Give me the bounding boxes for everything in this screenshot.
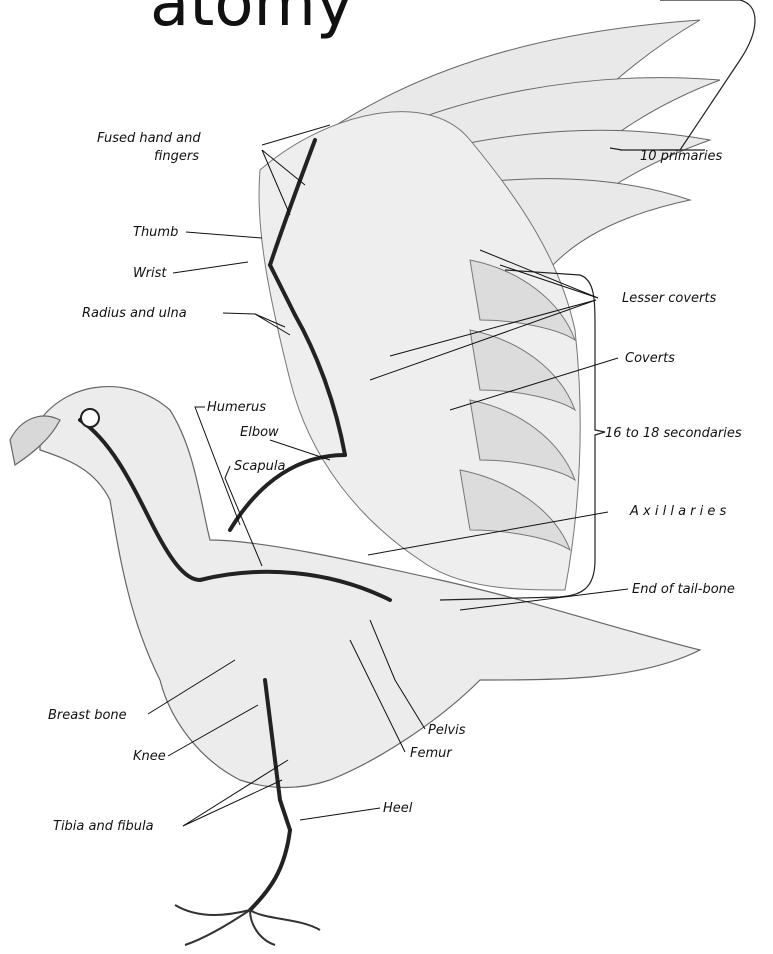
label-coverts: Coverts [625,351,675,366]
label-fused-hand: Fused hand and [97,131,201,146]
label-femur: Femur [410,746,453,761]
label-wrist: Wrist [133,266,167,281]
label-secondaries: 16 to 18 secondaries [605,426,742,441]
page-title: atomy [150,0,354,36]
label-heel: Heel [383,801,413,816]
label-radius-ulna: Radius and ulna [82,306,187,321]
label-knee: Knee [133,749,166,764]
label-tail-bone: End of tail-bone [632,582,735,597]
label-scapula: Scapula [234,459,285,474]
label-primaries: 10 primaries [640,149,722,164]
label-pelvis: Pelvis [428,723,466,738]
label-axillaries: A x i l l a r i e s [629,504,727,519]
label-fused-hand-2: fingers [154,149,199,164]
label-humerus: Humerus [207,400,266,415]
label-breast-bone: Breast bone [48,708,127,723]
label-lesser-coverts: Lesser coverts [622,291,716,306]
bird-feet [175,905,320,945]
label-tibia-fibula: Tibia and fibula [53,819,154,834]
eye-icon [81,409,99,427]
label-thumb: Thumb [133,225,178,240]
label-elbow: Elbow [240,425,279,440]
